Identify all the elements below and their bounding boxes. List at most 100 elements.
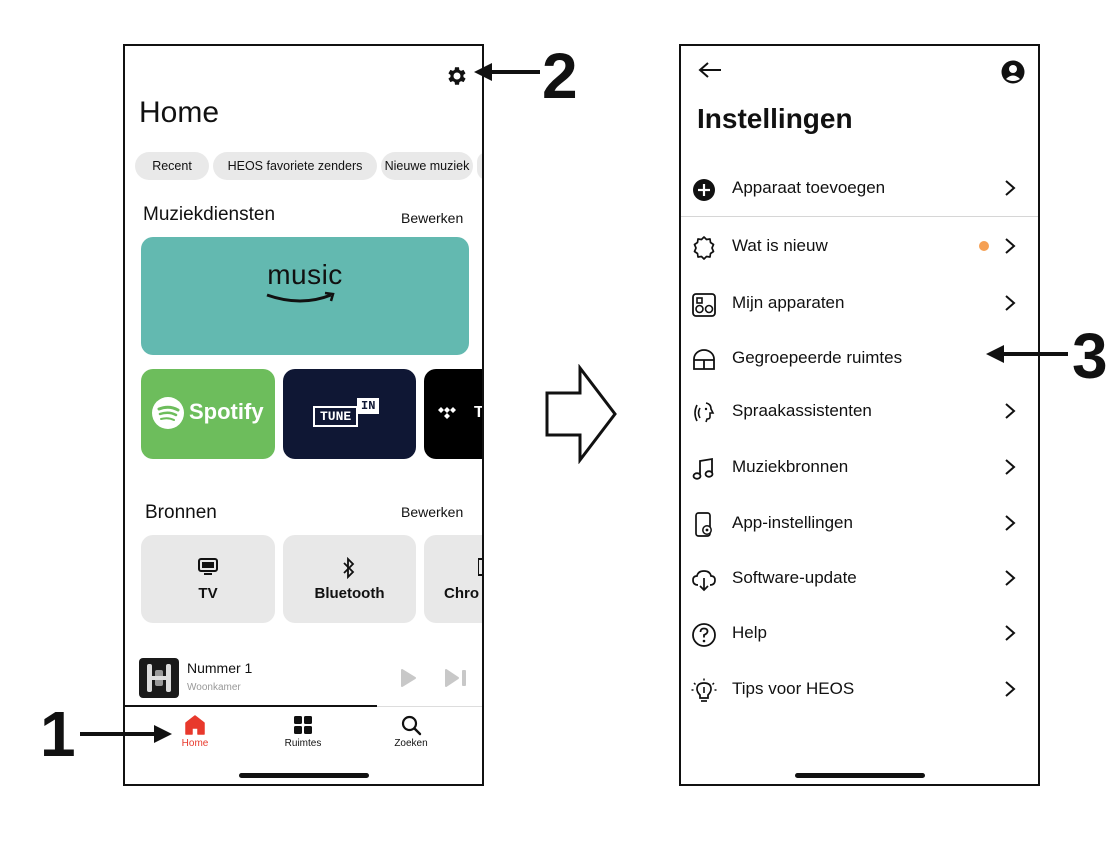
amazon-music-logo-text: music <box>267 259 343 290</box>
source-chromecast[interactable]: Chro <box>424 535 482 623</box>
tab-rooms[interactable]: Ruimtes <box>263 714 343 749</box>
settings-item-app-settings[interactable]: App-instellingen <box>681 499 1038 549</box>
spotify-logo-text: Spotify <box>189 399 264 424</box>
phone-settings-icon <box>695 512 712 537</box>
page-title: Instellingen <box>697 103 853 134</box>
chip-new-music[interactable]: Nieuwe muziek <box>381 152 473 180</box>
tab-search[interactable]: Zoeken <box>371 714 451 749</box>
settings-item-label: Help <box>732 623 767 642</box>
tunein-logo-badge: IN <box>357 398 380 414</box>
settings-screen: Instellingen Apparaat toevoegen Wat is n… <box>679 44 1040 786</box>
source-tv-label: TV <box>198 585 218 602</box>
callout-arrow-2-icon <box>474 63 540 81</box>
settings-item-label: Mijn apparaten <box>732 293 845 312</box>
chevron-right-icon <box>1005 180 1016 196</box>
music-note-icon <box>692 457 714 480</box>
chevron-right-icon <box>1005 403 1016 419</box>
play-icon[interactable] <box>399 668 417 688</box>
lightbulb-icon <box>691 678 717 702</box>
chip-heos-favorites[interactable]: HEOS favoriete zenders <box>213 152 377 180</box>
chevron-right-icon <box>1005 459 1016 475</box>
tidal-icon <box>438 407 456 419</box>
callout-arrow-1-icon <box>80 725 172 743</box>
chip-more[interactable] <box>477 152 482 180</box>
home-icon <box>185 715 205 735</box>
home-indicator <box>795 773 925 778</box>
chevron-right-icon <box>1005 681 1016 697</box>
settings-item-label: App-instellingen <box>732 513 853 532</box>
now-playing-room: Woonkamer <box>187 682 241 693</box>
tunein-logo-text: TUNE <box>313 406 359 427</box>
chip-recent[interactable]: Recent <box>135 152 209 180</box>
search-icon <box>401 715 422 736</box>
page-title: Home <box>139 96 220 129</box>
transition-arrow-icon <box>545 364 617 464</box>
profile-icon[interactable] <box>1001 60 1025 84</box>
next-track-icon[interactable] <box>443 668 469 688</box>
grouped-rooms-icon <box>693 349 715 370</box>
tab-home[interactable]: Home <box>155 714 235 749</box>
settings-item-label: Gegroepeerde ruimtes <box>732 348 903 367</box>
tab-search-label: Zoeken <box>394 738 428 749</box>
source-chromecast-label: Chro <box>444 585 479 602</box>
tidal-logo-partial: T <box>474 404 484 421</box>
plus-circle-icon <box>693 179 715 201</box>
new-badge-dot <box>979 241 989 251</box>
settings-item-whats-new[interactable]: Wat is nieuw <box>681 222 1038 272</box>
settings-item-help[interactable]: Help <box>681 609 1038 659</box>
sources-edit-link[interactable]: Bewerken <box>401 504 464 520</box>
chevron-right-icon <box>1005 238 1016 254</box>
callout-number-3: 3 <box>1072 320 1108 392</box>
tab-rooms-label: Ruimtes <box>284 738 322 749</box>
amazon-music-card[interactable]: music <box>141 237 469 355</box>
bluetooth-icon <box>343 557 355 579</box>
home-screen: Home Recent HEOS favoriete zenders Nieuw… <box>123 44 484 786</box>
settings-item-voice-assistants[interactable]: Spraakassistenten <box>681 387 1038 437</box>
source-bluetooth-label: Bluetooth <box>314 585 385 602</box>
settings-item-label: Wat is nieuw <box>732 236 828 255</box>
settings-item-music-sources[interactable]: Muziekbronnen <box>681 443 1038 493</box>
music-services-edit-link[interactable]: Bewerken <box>401 210 464 226</box>
spotify-card[interactable]: Spotify <box>141 369 275 459</box>
music-services-title: Muziekdiensten <box>143 204 276 225</box>
album-art-graphic <box>147 664 171 692</box>
chevron-right-icon <box>1005 625 1016 641</box>
settings-item-label: Spraakassistenten <box>732 401 872 420</box>
cloud-download-icon <box>692 570 716 592</box>
divider <box>681 216 1038 217</box>
cast-icon <box>478 558 482 576</box>
settings-item-label: Muziekbronnen <box>732 457 849 476</box>
callout-arrow-3-icon <box>986 345 1068 363</box>
settings-item-label: Software-update <box>732 568 857 587</box>
badge-icon <box>693 236 715 260</box>
spotify-icon <box>152 397 184 429</box>
tab-home-label: Home <box>181 738 209 749</box>
callout-number-2: 2 <box>542 40 578 112</box>
now-playing-track: Nummer 1 <box>187 660 253 676</box>
tidal-card[interactable]: T <box>424 369 484 459</box>
back-arrow-icon[interactable] <box>697 60 723 80</box>
settings-item-label: Apparaat toevoegen <box>732 178 886 197</box>
tv-icon <box>198 558 218 575</box>
rooms-icon <box>294 716 312 734</box>
settings-gear-icon[interactable] <box>445 64 469 88</box>
home-indicator <box>239 773 369 778</box>
tunein-card[interactable]: TUNE IN <box>283 369 416 459</box>
voice-icon <box>694 402 715 423</box>
settings-item-label: Tips voor HEOS <box>732 679 855 698</box>
settings-item-add-device[interactable]: Apparaat toevoegen <box>681 164 1038 214</box>
source-bluetooth[interactable]: Bluetooth <box>283 535 416 623</box>
chevron-right-icon <box>1005 570 1016 586</box>
source-tv[interactable]: TV <box>141 535 275 623</box>
settings-item-tips[interactable]: Tips voor HEOS <box>681 665 1038 715</box>
settings-item-software-update[interactable]: Software-update <box>681 554 1038 604</box>
chevron-right-icon <box>1005 515 1016 531</box>
amazon-smile-icon <box>266 291 335 303</box>
help-icon <box>692 623 716 647</box>
speaker-icon <box>692 293 716 317</box>
chevron-right-icon <box>1005 295 1016 311</box>
album-art[interactable] <box>139 658 179 698</box>
settings-item-grouped-rooms[interactable]: Gegroepeerde ruimtes <box>681 334 1038 384</box>
sources-title: Bronnen <box>145 502 217 523</box>
settings-item-my-devices[interactable]: Mijn apparaten <box>681 279 1038 329</box>
